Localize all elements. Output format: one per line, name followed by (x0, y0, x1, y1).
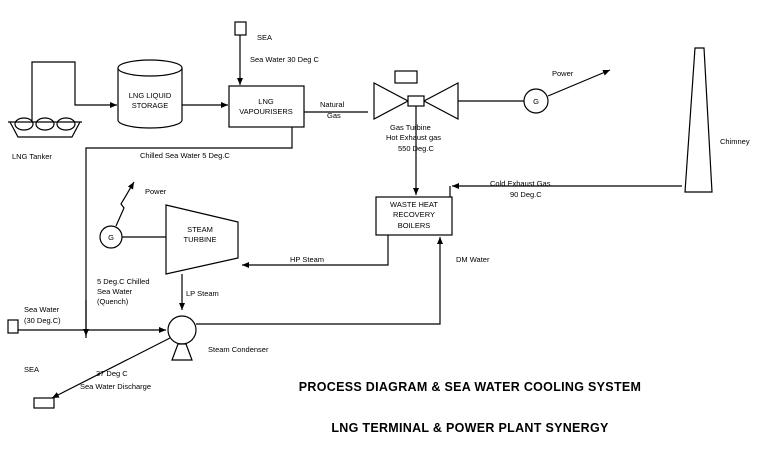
hp-steam-line (242, 235, 389, 268)
cold-exhaust-label-2: 90 Deg.C (510, 190, 542, 199)
generator-left (99, 225, 123, 249)
sea-top-label: SEA (257, 33, 272, 42)
generator-top (523, 88, 549, 114)
waste-heat-recovery-boilers (375, 196, 453, 236)
dm-water-label: DM Water (456, 255, 490, 264)
whrb-label-1: WASTE HEAT (390, 200, 438, 209)
power-arrow-left (115, 181, 135, 227)
discharge-line (51, 337, 171, 399)
discharge-label: Sea Water Discharge (80, 382, 151, 391)
cold-exhaust-label-1: Cold Exhaust Gas (490, 179, 551, 188)
sea-bottom-label: SEA (24, 365, 39, 374)
hp-steam-label: HP Steam (290, 255, 324, 264)
generator-left-label: G (108, 233, 114, 242)
gas-turbine-label-1: Gas Turbine (390, 123, 431, 132)
dm-water-line (196, 237, 443, 325)
steam-condenser-label: Steam Condenser (208, 345, 269, 354)
generator-top-label: G (533, 97, 539, 106)
natural-gas-label-2: Gas (327, 111, 341, 120)
lng-liquid-storage (117, 59, 183, 129)
chimney-label: Chimney (720, 137, 750, 146)
sea-water-left-label-2: (30 Deg.C) (24, 316, 61, 325)
sea-inlet-box-left (7, 319, 19, 334)
discharge-temp-label: 37 Deg C (96, 369, 128, 378)
quench-label-1: 5 Deg.C Chilled (97, 277, 150, 286)
vaporisers-label-1: LNG (258, 97, 274, 106)
chimney (684, 47, 713, 193)
sea-outlet-box (33, 397, 55, 409)
power-arrow-top (547, 69, 611, 97)
gas-turbine-label-2: Hot Exhaust gas (386, 133, 441, 142)
sea-water-left-label-1: Sea Water (24, 305, 60, 314)
steam-condenser-base (171, 343, 193, 361)
lng-storage-label-1: LNG LIQUID (129, 91, 172, 100)
lng-tanker (8, 117, 82, 138)
sea-water-30-label: Sea Water 30 Deg C (250, 55, 320, 64)
vaporisers-label-2: VAPOURISERS (239, 107, 293, 116)
diagram-title-2: LNG TERMINAL & POWER PLANT SYNERGY (331, 421, 609, 435)
steam-condenser (167, 315, 197, 345)
sea-inlet-box-top (234, 21, 247, 36)
power-left-label: Power (145, 187, 167, 196)
lng-tanker-label: LNG Tanker (12, 152, 52, 161)
gas-turbine (373, 70, 459, 120)
steam-turbine-label-1: STEAM (187, 225, 213, 234)
lng-vapourisers-box (228, 85, 305, 128)
whrb-label-3: BOILERS (398, 221, 431, 230)
steam-turbine-label-2: TURBINE (184, 235, 217, 244)
diagram-title-1: PROCESS DIAGRAM & SEA WATER COOLING SYST… (299, 380, 641, 394)
natural-gas-label-1: Natural (320, 100, 345, 109)
quench-label-3: (Quench) (97, 297, 129, 306)
lp-steam-label: LP Steam (186, 289, 219, 298)
tanker-to-storage-line (31, 61, 117, 121)
steam-turbine (165, 204, 239, 275)
quench-label-2: Sea Water (97, 287, 133, 296)
whrb-label-2: RECOVERY (393, 210, 435, 219)
chilled-sea-water-label: Chilled Sea Water 5 Deg.C (140, 151, 230, 160)
power-top-label: Power (552, 69, 574, 78)
chilled-sea-water-line (85, 127, 293, 338)
lng-storage-label-2: STORAGE (132, 101, 169, 110)
